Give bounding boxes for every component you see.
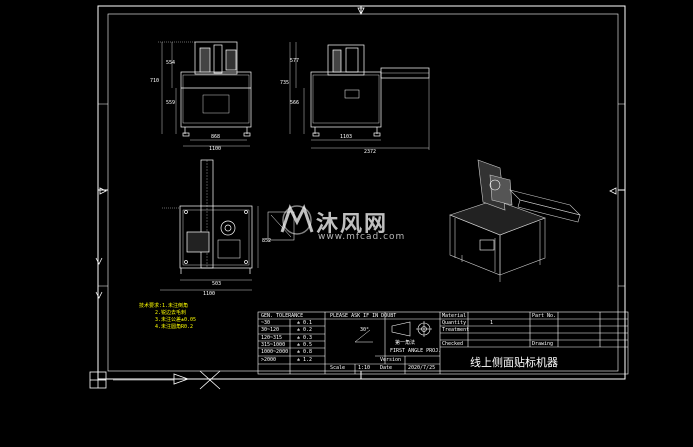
- drawing-label: Drawing: [532, 341, 554, 347]
- date-label: Date: [380, 365, 393, 371]
- checked-label: Checked: [442, 341, 464, 347]
- dim-side-w1: 1103: [340, 134, 353, 140]
- front-dims: [158, 41, 250, 147]
- watermark-brand: 沐风网: [316, 212, 389, 237]
- note-3: 3.未注公差±0.05: [155, 317, 197, 323]
- technical-notes: 技术要求:1.未注倒角 2.锐边去毛刺 3.未注公差±0.05 4.未注圆角R0…: [139, 303, 196, 331]
- side-dims: [289, 42, 430, 150]
- dim-top-w2: 1100: [203, 291, 216, 297]
- first-angle: FIRST ANGLE PROJ.: [390, 348, 442, 354]
- quantity-label: Quantity: [442, 320, 467, 326]
- dim-side-h1: 577: [290, 58, 300, 64]
- tol-value-4: ± 0.5: [297, 342, 313, 348]
- treatment-label: Treatment: [442, 327, 470, 333]
- title-block: [257, 311, 629, 375]
- date-value: 2020/7/25: [408, 365, 436, 371]
- material-label: Material: [442, 313, 467, 319]
- dim-front-w2: 1100: [209, 146, 222, 152]
- grid-symbol: [89, 371, 107, 389]
- drawing-border: [97, 5, 626, 380]
- detail-callout: [267, 211, 295, 241]
- tol-range-5: 1000~2000: [261, 349, 289, 355]
- tol-value-2: ± 0.2: [297, 327, 313, 333]
- projection-symbol: [391, 321, 432, 337]
- border-arrows: [95, 7, 617, 390]
- dim-front-h1: 554: [166, 60, 176, 66]
- please-ask: PLEASE ASK IF IN DOUBT: [330, 313, 397, 319]
- tol-range-3: 120~315: [261, 335, 283, 341]
- tol-value-6: ± 1.2: [297, 357, 313, 363]
- tol-value-1: ± 0.1: [297, 320, 313, 326]
- note-1: 技术要求:1.未注倒角: [139, 303, 189, 309]
- note-4: 4.未注圆角R0.2: [155, 324, 194, 330]
- dim-front-w1: 868: [211, 134, 221, 140]
- watermark-logo-icon: [280, 204, 314, 235]
- side-view: [310, 44, 430, 137]
- dim-front-h2: 710: [150, 78, 160, 84]
- partno-label: Part No.: [532, 313, 557, 319]
- drawing-title: 线上侧面贴标机器: [470, 356, 558, 369]
- front-view: [180, 41, 252, 137]
- angle-value: 30°: [360, 327, 370, 333]
- dim-front-h3: 559: [166, 100, 176, 106]
- tol-value-5: ± 0.8: [297, 349, 313, 355]
- top-view: [179, 159, 253, 274]
- watermark-url: www.mfcad.com: [318, 232, 406, 242]
- general-tolerance: GEN. TOLERANCE: [261, 313, 304, 319]
- scale-label: Scale: [330, 365, 346, 371]
- dim-top-h: 852: [262, 238, 272, 244]
- tol-range-2: 30~120: [261, 327, 280, 333]
- tol-range-4: 315~1000: [261, 342, 286, 348]
- dim-side-h3: 566: [290, 100, 300, 106]
- tol-range-6: >2000: [261, 357, 277, 363]
- projection-label: 第一角法: [395, 340, 416, 346]
- dim-top-w1: 503: [212, 281, 222, 287]
- dim-side-w2: 2372: [364, 149, 377, 155]
- dim-side-h2: 735: [280, 80, 290, 86]
- tol-range-1: ~30: [261, 320, 271, 326]
- angle-symbol: [354, 329, 373, 343]
- isometric-view: [449, 159, 581, 282]
- tol-value-3: ± 0.3: [297, 335, 313, 341]
- qty-value: 1: [490, 320, 494, 326]
- top-dims: [160, 206, 259, 291]
- version-label: Version: [380, 357, 402, 363]
- scale-value: 1:10: [358, 365, 371, 371]
- note-2: 2.锐边去毛刺: [155, 310, 187, 316]
